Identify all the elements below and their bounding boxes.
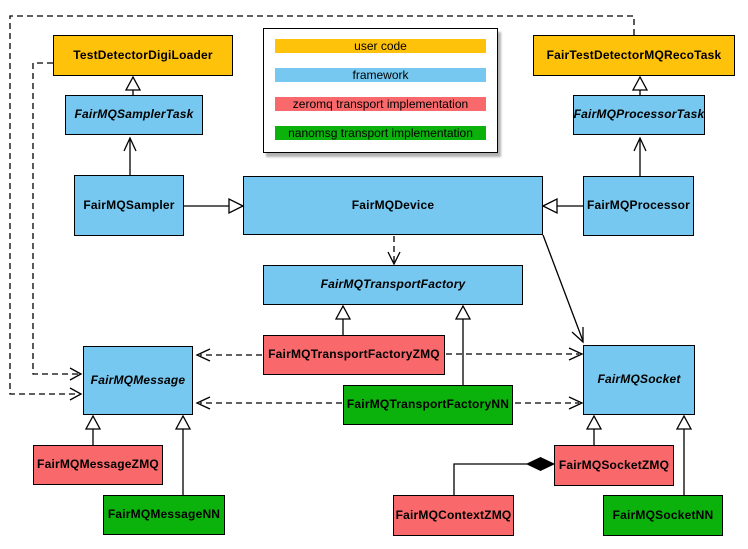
edge-tfnn-to-factory [454, 304, 472, 385]
legend-item-framework: framework [275, 68, 486, 82]
legend-item-zeromq: zeromq transport implementation [275, 97, 486, 111]
node-fairmq-message-nn: FairMQMessageNN [103, 495, 225, 535]
edge-device-to-socket [542, 234, 584, 344]
node-fairmq-message-zmq: FairMQMessageZMQ [33, 445, 163, 485]
node-fairmq-processor: FairMQProcessor [583, 176, 694, 236]
node-fairmq-socket-zmq: FairMQSocketZMQ [554, 445, 674, 486]
edge-processor-to-device [541, 197, 583, 215]
node-fairmq-context-zmq: FairMQContextZMQ [393, 495, 514, 536]
edge-tfzmq-to-factory [334, 304, 352, 335]
edge-msgzmq-to-message [84, 414, 102, 445]
edge-sampler-to-samplertask [123, 136, 137, 175]
edge-socknn-to-socket [675, 414, 693, 495]
legend-box: user code framework zeromq transport imp… [263, 28, 498, 153]
node-fair-test-detector-mq-reco-task: FairTestDetectorMQRecoTask [533, 35, 735, 76]
edge-processortask-to-recotask [631, 75, 649, 95]
node-fairmq-message: FairMQMessage [83, 346, 193, 415]
edge-tfnn-to-message [195, 396, 342, 410]
edge-msgnn-to-message [174, 414, 192, 495]
edge-device-to-factory [387, 236, 401, 266]
node-fairmq-transport-factory-zmq: FairMQTransportFactoryZMQ [263, 335, 445, 375]
legend-item-nanomsg: nanomsg transport implementation [275, 126, 486, 140]
node-fairmq-processor-task: FairMQProcessorTask [573, 95, 705, 135]
edge-tfzmq-to-message [195, 348, 262, 362]
node-fairmq-socket: FairMQSocket [583, 345, 695, 415]
edge-processor-to-processortask [633, 136, 647, 176]
edge-contextzmq-to-sockzmq [453, 456, 556, 495]
edge-tfzmq-to-socket [446, 347, 584, 361]
node-test-detector-digi-loader: TestDetectorDigiLoader [53, 35, 233, 76]
node-fairmq-transport-factory: FairMQTransportFactory [263, 265, 523, 305]
node-fairmq-sampler-task: FairMQSamplerTask [65, 95, 203, 135]
edge-sampler-to-device [184, 197, 245, 215]
edge-sockzmq-to-socket [585, 414, 603, 445]
edge-samplertask-to-tddl [124, 75, 142, 95]
legend-item-user-code: user code [275, 39, 486, 53]
node-fairmq-socket-nn: FairMQSocketNN [603, 495, 723, 536]
node-fairmq-transport-factory-nn: FairMQTransportFactoryNN [343, 385, 513, 425]
edge-tfnn-to-socket [515, 396, 584, 410]
node-fairmq-device: FairMQDevice [243, 176, 543, 235]
node-fairmq-sampler: FairMQSampler [74, 175, 184, 236]
